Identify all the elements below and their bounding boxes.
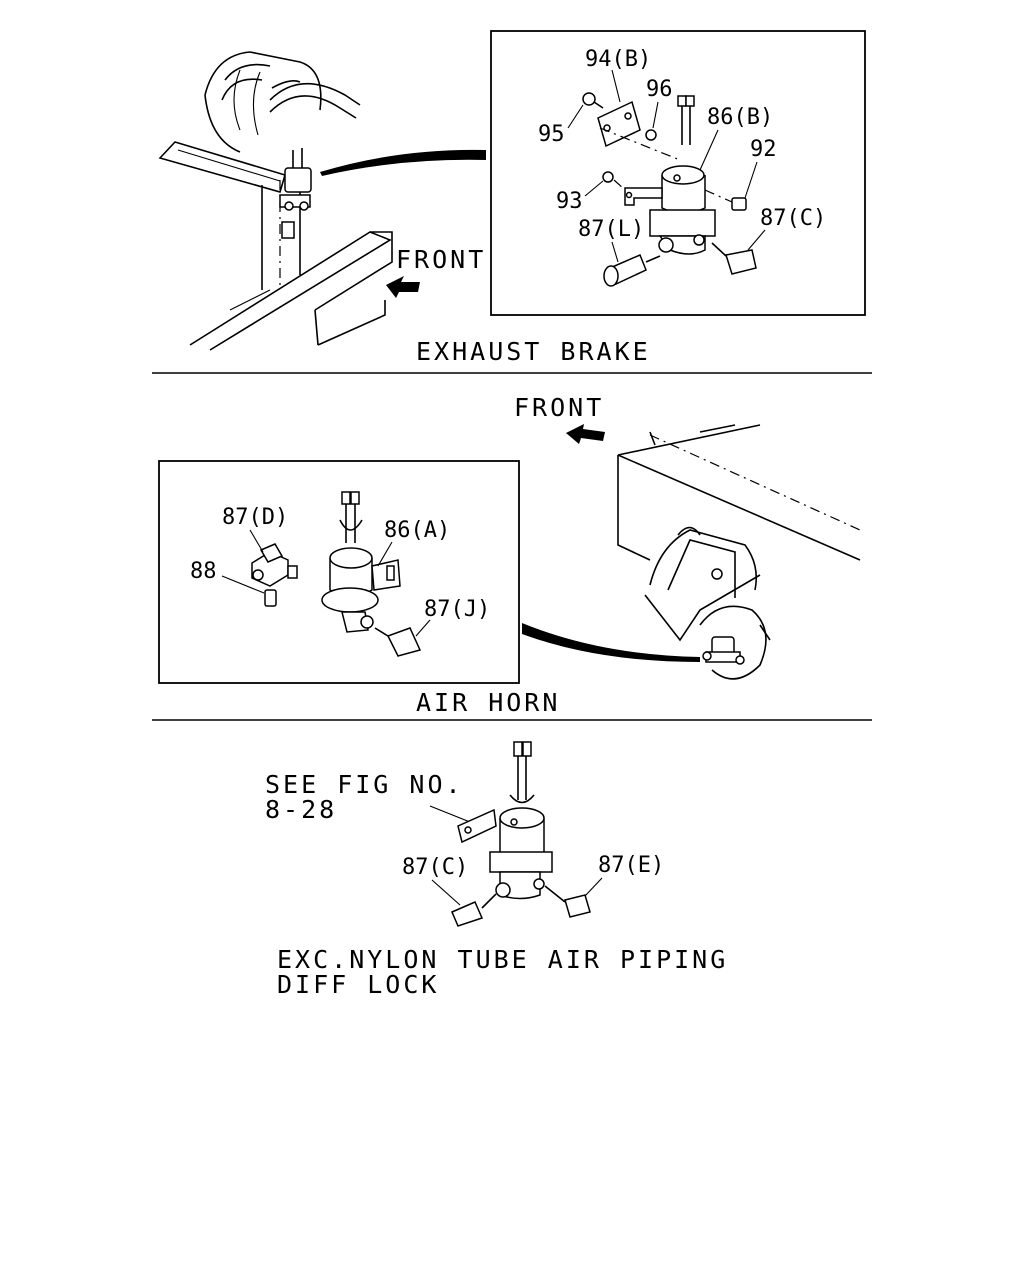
callout-87d: 87(D) (222, 505, 288, 530)
callout-87e: 87(E) (598, 853, 664, 878)
callout-96: 96 (646, 77, 673, 102)
exhaust-brake-front-indicator: FRONT (386, 245, 486, 298)
diff-lock-caption-line1: EXC.NYLON TUBE AIR PIPING (277, 945, 728, 974)
see-figure-number: 8-28 (265, 795, 337, 824)
exhaust-brake-callouts: 94(B) 96 95 86(B) 92 93 87(L) 87(C) (538, 47, 826, 263)
callout-87l: 87(L) (578, 217, 644, 242)
air-horn-detail-parts (251, 491, 422, 657)
diff-lock-callouts: 87(C) 87(E) (402, 853, 664, 906)
callout-86a: 86(A) (384, 518, 450, 543)
exhaust-brake-caption: EXHAUST BRAKE (416, 337, 651, 366)
front-label: FRONT (514, 393, 604, 422)
callout-87j: 87(J) (424, 597, 490, 622)
callout-87c: 87(C) (760, 206, 826, 231)
air-horn-section: FRONT (158, 393, 861, 717)
diff-lock-caption-line2: DIFF LOCK (277, 970, 439, 999)
callout-94b: 94(B) (585, 47, 651, 72)
front-arrow-icon (386, 276, 420, 298)
callout-92: 92 (750, 137, 777, 162)
front-label: FRONT (396, 245, 486, 274)
callout-88: 88 (190, 559, 217, 584)
exhaust-brake-chassis-illustration (158, 51, 486, 351)
diff-lock-section: SEE FIG NO. 8-28 87(C) (265, 741, 728, 999)
front-arrow-icon (566, 424, 605, 444)
exhaust-brake-detail-inset (490, 30, 866, 316)
air-horn-front-indicator: FRONT (514, 393, 605, 444)
exhaust-brake-detail-parts (582, 92, 757, 287)
callout-86b: 86(B) (707, 105, 773, 130)
air-horn-caption: AIR HORN (416, 688, 560, 717)
exhaust-brake-section: FRONT (158, 30, 866, 366)
air-horn-detail-inset (158, 460, 520, 684)
callout-93: 93 (556, 189, 583, 214)
air-horn-callouts: 87(D) 86(A) 88 87(J) (190, 505, 490, 637)
diff-lock-valve-illustration (451, 741, 591, 927)
see-figure-reference: SEE FIG NO. (265, 770, 464, 799)
callout-87c: 87(C) (402, 855, 468, 880)
air-horn-chassis-illustration (522, 424, 861, 680)
callout-95: 95 (538, 122, 565, 147)
